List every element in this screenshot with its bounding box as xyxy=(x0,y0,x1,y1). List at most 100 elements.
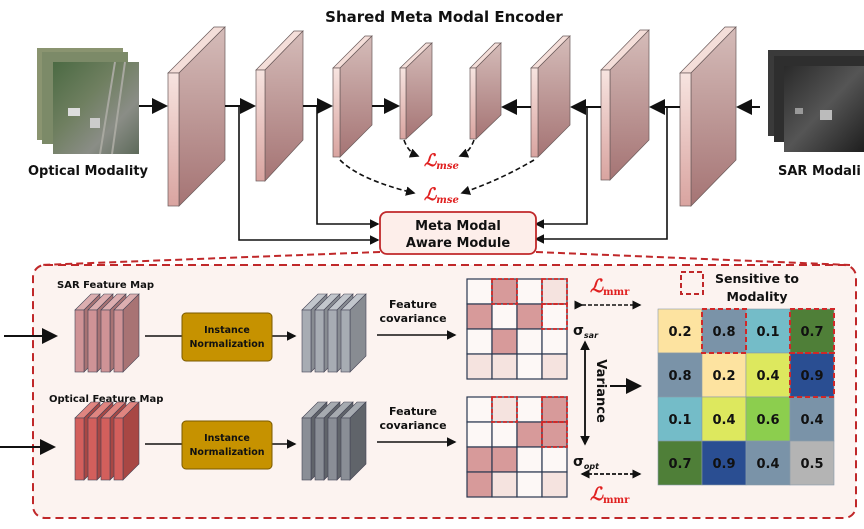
panel-input-arrows xyxy=(0,328,58,455)
variance-cell: 0.5 xyxy=(789,440,835,486)
sar-norm-feature-slice xyxy=(340,293,367,373)
mmr-loss-bottom: ℒmmr xyxy=(590,484,630,506)
meta-modal-aware-module: Meta Modal Aware Module xyxy=(379,211,537,255)
svg-text:Feature: Feature xyxy=(389,298,437,311)
forward-arrows xyxy=(139,98,760,115)
opt-cov-cell xyxy=(541,421,568,448)
opt-cov-cell xyxy=(541,471,568,498)
encoder-layer-sar-3 xyxy=(530,35,571,158)
opt-cov-cell xyxy=(491,421,518,448)
opt-cov-cell xyxy=(516,446,543,473)
variance-cell: 0.7 xyxy=(657,440,703,486)
sar-cov-cell xyxy=(491,303,518,330)
sar-cov-cell xyxy=(541,353,568,380)
optical-image xyxy=(53,62,139,154)
variance-cell: 0.8 xyxy=(701,308,747,354)
variance-cell-value: 0.4 xyxy=(756,369,779,384)
variance-cell-value: 0.7 xyxy=(668,457,691,472)
opt-cov-sensitive-cell xyxy=(491,396,518,423)
norm-connectors xyxy=(145,330,457,449)
variance-cell-value: 0.4 xyxy=(756,457,779,472)
variance-cell-value: 0.1 xyxy=(756,325,779,340)
variance-cell: 0.8 xyxy=(657,352,703,398)
encoder-layer-sar-2 xyxy=(600,29,650,181)
optical-norm-feature-slice xyxy=(340,401,367,481)
sar-cov-sensitive-cell xyxy=(541,303,568,330)
variance-cell-value: 0.8 xyxy=(668,369,691,384)
variance-cell: 0.2 xyxy=(657,308,703,354)
svg-text:covariance: covariance xyxy=(379,419,446,432)
sar-cov-cell xyxy=(516,353,543,380)
svg-text:Aware Module: Aware Module xyxy=(406,236,510,251)
skip-connections xyxy=(238,106,668,245)
svg-text:Meta Modal: Meta Modal xyxy=(415,219,501,234)
sar-feature-slice xyxy=(113,293,140,373)
encoder-layer-sar-1 xyxy=(679,26,737,207)
mmr-dashed-arrows xyxy=(574,300,642,479)
variance-cell-value: 0.4 xyxy=(800,413,823,428)
sar-cov-cell xyxy=(541,328,568,355)
variance-cell-value: 0.8 xyxy=(712,325,735,340)
sensitive-legend-swatch xyxy=(680,271,704,295)
sar-cov-sensitive-cell xyxy=(491,278,518,305)
sar-cov-cell xyxy=(491,278,518,305)
opt-cov-cell xyxy=(466,396,493,423)
opt-cov-cell xyxy=(516,471,543,498)
svg-text:Modality: Modality xyxy=(726,289,787,304)
variance-cell: 0.9 xyxy=(701,440,747,486)
sar-instance-norm-box: Instance Normalization xyxy=(181,312,273,362)
variance-cell-value: 0.1 xyxy=(668,413,691,428)
variance-cell: 0.6 xyxy=(745,396,791,442)
sensitive-legend-label: Sensitive to Modality xyxy=(715,271,799,304)
svg-text:Normalization: Normalization xyxy=(189,339,264,350)
optical-feature-map xyxy=(74,401,140,481)
sar-feature-covariance-label: Feature covariance xyxy=(379,298,446,325)
opt-cov-cell xyxy=(541,396,568,423)
variance-label: Variance xyxy=(593,359,608,423)
sar-cov-cell xyxy=(491,353,518,380)
sar-cov-cell xyxy=(466,278,493,305)
opt-cov-cell xyxy=(491,446,518,473)
variance-cell: 0.1 xyxy=(745,308,791,354)
optical-image-stack xyxy=(37,48,139,155)
variance-cell: 0.9 xyxy=(789,352,835,398)
svg-text:ℒmse: ℒmse xyxy=(424,185,459,206)
svg-text:Normalization: Normalization xyxy=(189,447,264,458)
svg-text:σsar: σsar xyxy=(573,323,599,340)
variance-cell-value: 0.5 xyxy=(800,457,823,472)
sar-cov-cell xyxy=(541,303,568,330)
svg-text:ℒmmr: ℒmmr xyxy=(590,484,630,506)
variance-cell: 0.4 xyxy=(745,352,791,398)
sar-covariance-matrix xyxy=(466,278,568,380)
variance-cell: 0.4 xyxy=(789,396,835,442)
optical-instance-norm-box: Instance Normalization xyxy=(181,420,273,470)
opt-cov-cell xyxy=(516,396,543,423)
optical-covariance-matrix xyxy=(466,396,568,498)
variance-cell: 0.4 xyxy=(701,396,747,442)
svg-text:Instance: Instance xyxy=(204,325,250,336)
sar-feature-map-label: SAR Feature Map xyxy=(57,280,154,291)
encoder-layer-opt-4 xyxy=(399,42,433,140)
encoder-layer-opt-1 xyxy=(167,26,226,207)
sar-cov-cell xyxy=(466,353,493,380)
sar-cov-cell xyxy=(516,328,543,355)
module-panel-connectors xyxy=(39,251,851,266)
encoder-layer-sar-4 xyxy=(469,42,502,140)
optical-feature-map-label: Optical Feature Map xyxy=(49,394,163,405)
variance-cell-value: 0.6 xyxy=(756,413,779,428)
optical-feature-covariance-label: Feature covariance xyxy=(379,405,446,432)
svg-text:Feature: Feature xyxy=(389,405,437,418)
svg-text:σopt: σopt xyxy=(573,454,600,471)
mse-loss-top: ℒmse xyxy=(424,151,459,172)
variance-sensitive-cell xyxy=(789,308,835,354)
opt-cov-cell xyxy=(466,421,493,448)
variance-cell: 0.4 xyxy=(745,440,791,486)
sar-feature-map xyxy=(74,293,140,373)
encoder-layer-opt-3 xyxy=(332,35,373,158)
svg-text:Instance: Instance xyxy=(204,433,250,444)
sar-image-stack xyxy=(768,50,864,152)
opt-cov-cell xyxy=(516,421,543,448)
sar-cov-cell xyxy=(491,328,518,355)
